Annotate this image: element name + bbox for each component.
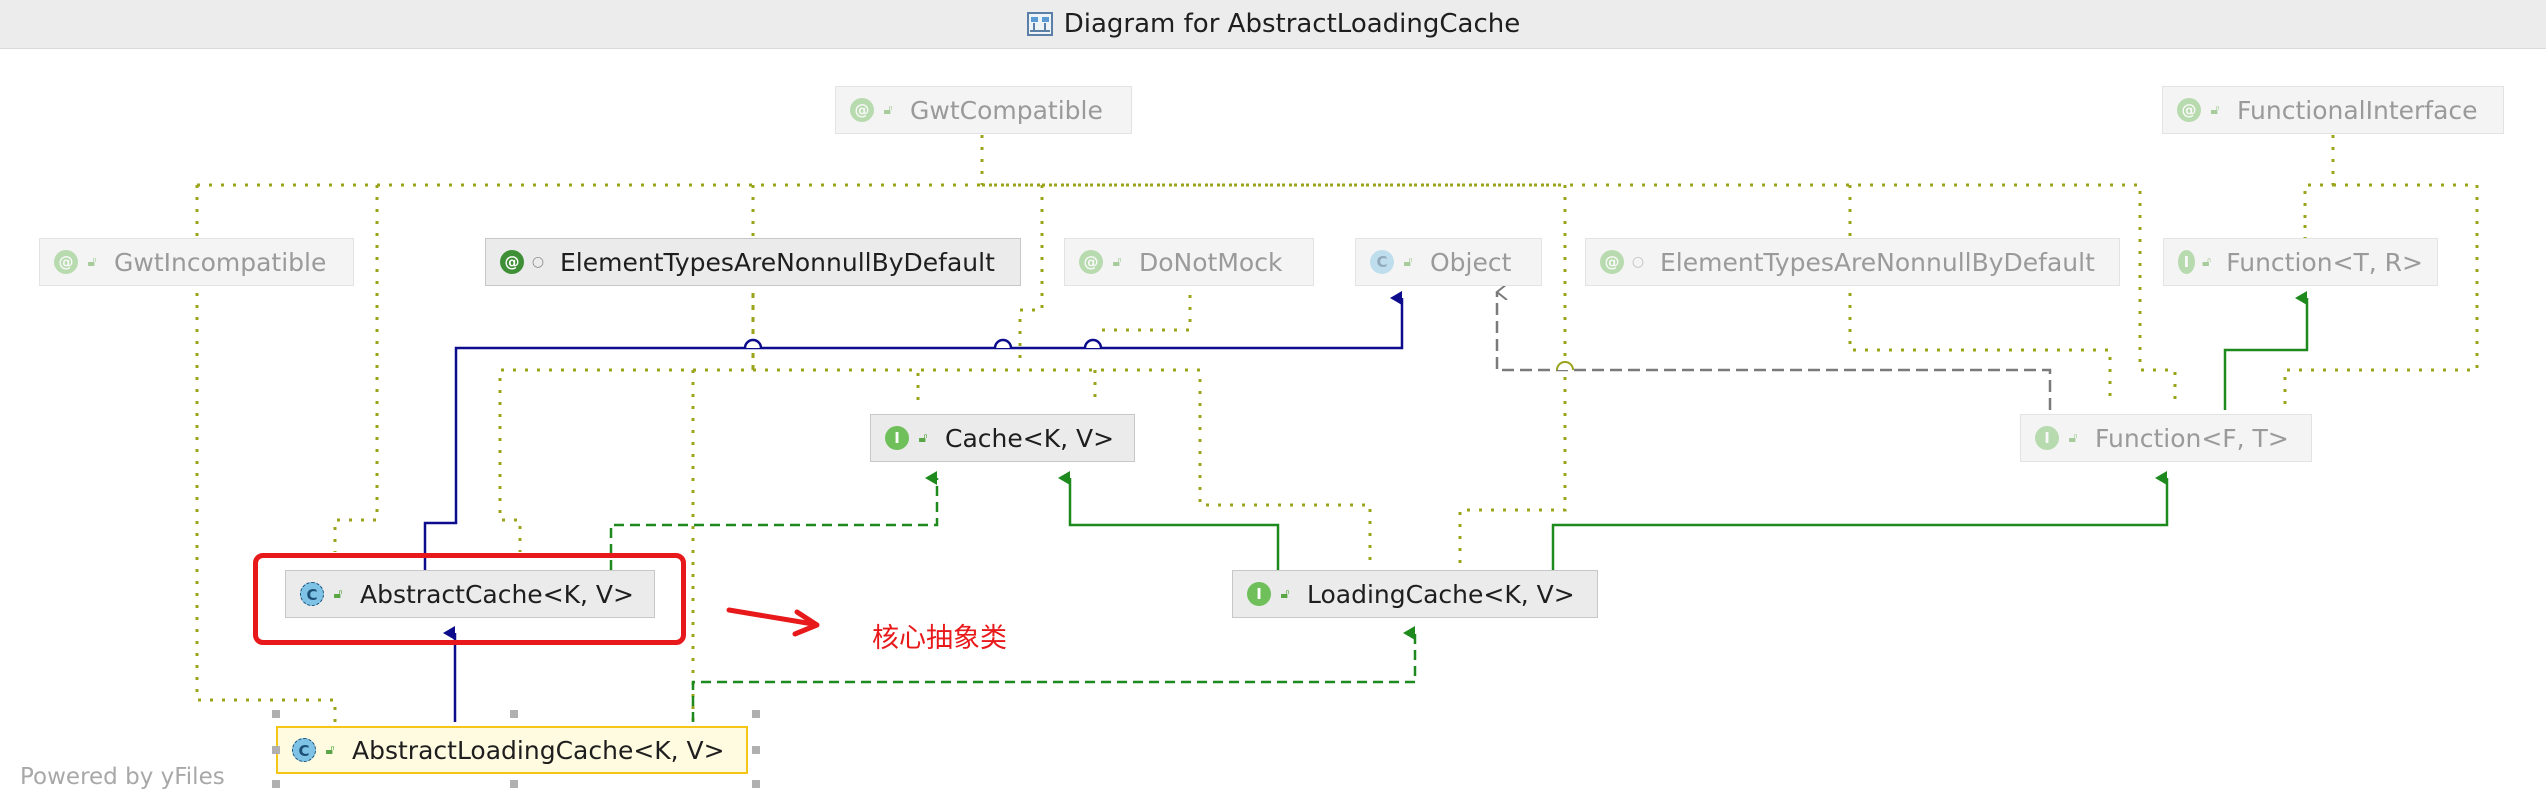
extends-links <box>423 291 1404 722</box>
class-type-icon: C <box>1370 250 1394 274</box>
node-label: Function<T, R> <box>2226 247 2423 277</box>
interface-type-icon: I <box>2178 250 2195 274</box>
implements-dashed-links <box>609 471 1417 722</box>
selection-handle[interactable] <box>272 710 280 718</box>
node-label: Cache<K, V> <box>945 423 1115 453</box>
highlight-box <box>253 553 686 645</box>
lock-icon: 🔓︎ <box>325 742 335 758</box>
lock-icon: 🔓︎ <box>1403 254 1413 270</box>
annotation-type-icon: @ <box>54 250 78 274</box>
abstract-class-type-icon: C <box>300 582 324 606</box>
selection-handle[interactable] <box>510 710 518 718</box>
annotation-text: 核心抽象类 <box>872 623 1007 654</box>
selection-handle[interactable] <box>752 780 760 788</box>
node-gwt-incompatible[interactable]: @ 🔓︎ GwtIncompatible <box>39 238 354 286</box>
node-function-ft[interactable]: I 🔓︎ Function<F, T> <box>2020 414 2312 462</box>
line-jumps-gray <box>1556 361 1574 371</box>
selection-handle[interactable] <box>272 780 280 788</box>
node-label: AbstractLoadingCache<K, V> <box>352 735 725 765</box>
abstract-class-type-icon: C <box>292 738 316 762</box>
interface-type-icon: I <box>2035 426 2059 450</box>
lock-icon: 🔓︎ <box>2202 254 2212 270</box>
package-private-icon: ○ <box>1631 254 1645 270</box>
annotation-type-icon: @ <box>2177 98 2201 122</box>
annotation-links <box>195 135 2479 722</box>
selection-handle[interactable] <box>510 780 518 788</box>
annotation-type-icon: @ <box>500 250 524 274</box>
lock-icon: 🔓︎ <box>2068 430 2078 446</box>
lock-icon: 🔓︎ <box>918 430 928 446</box>
line-jumps <box>743 338 1103 349</box>
lock-icon: 🔓︎ <box>1112 254 1122 270</box>
node-element-types-nonnull[interactable]: @ ○ ElementTypesAreNonnullByDefault <box>485 238 1021 286</box>
node-label: FunctionalInterface <box>2237 95 2478 125</box>
node-do-not-mock[interactable]: @ 🔓︎ DoNotMock <box>1064 238 1314 286</box>
selection-handle[interactable] <box>752 710 760 718</box>
interface-type-icon: I <box>1247 582 1271 606</box>
object-link <box>1497 292 2052 410</box>
node-label: ElementTypesAreNonnullByDefault <box>560 247 995 277</box>
lock-icon: 🔓︎ <box>883 102 893 118</box>
node-label: GwtIncompatible <box>114 247 327 277</box>
package-private-icon: ○ <box>531 254 545 270</box>
annotation-type-icon: @ <box>1600 250 1624 274</box>
red-arrow-icon <box>726 607 820 637</box>
lock-icon: 🔓︎ <box>1280 586 1290 602</box>
node-abstract-loading-cache[interactable]: C 🔓︎ AbstractLoadingCache<K, V> <box>276 726 748 774</box>
lock-icon: 🔓︎ <box>333 586 343 602</box>
interface-type-icon: I <box>885 426 909 450</box>
powered-by-label: Powered by yFiles <box>20 764 225 790</box>
annotation-type-icon: @ <box>850 98 874 122</box>
node-abstract-cache[interactable]: C 🔓︎ AbstractCache<K, V> <box>285 570 655 618</box>
node-element-types-nonnull-2[interactable]: @ ○ ElementTypesAreNonnullByDefault <box>1585 238 2120 286</box>
node-label: AbstractCache<K, V> <box>360 579 634 609</box>
selection-handle[interactable] <box>272 746 280 754</box>
node-gwt-compatible[interactable]: @ 🔓︎ GwtCompatible <box>835 86 1132 134</box>
node-loading-cache[interactable]: I 🔓︎ LoadingCache<K, V> <box>1232 570 1598 618</box>
node-label: GwtCompatible <box>910 95 1103 125</box>
implements-links <box>1058 291 2309 570</box>
node-cache[interactable]: I 🔓︎ Cache<K, V> <box>870 414 1135 462</box>
window-title: Diagram for AbstractLoadingCache <box>1063 9 1521 39</box>
node-function-tr[interactable]: I 🔓︎ Function<T, R> <box>2163 238 2438 286</box>
lock-icon: 🔓︎ <box>2210 102 2220 118</box>
node-label: LoadingCache<K, V> <box>1307 579 1575 609</box>
node-label: ElementTypesAreNonnullByDefault <box>1660 247 2095 277</box>
lock-icon: 🔓︎ <box>87 254 97 270</box>
node-object[interactable]: C 🔓︎ Object <box>1355 238 1542 286</box>
node-functional-interface[interactable]: @ 🔓︎ FunctionalInterface <box>2162 86 2504 134</box>
selection-handle[interactable] <box>752 746 760 754</box>
annotation-type-icon: @ <box>1079 250 1103 274</box>
node-label: Object <box>1430 247 1512 277</box>
uml-diagram-icon <box>1026 12 1053 36</box>
node-label: Function<F, T> <box>2095 423 2289 453</box>
node-label: DoNotMock <box>1139 247 1283 277</box>
window-titlebar: Diagram for AbstractLoadingCache <box>0 0 2546 49</box>
